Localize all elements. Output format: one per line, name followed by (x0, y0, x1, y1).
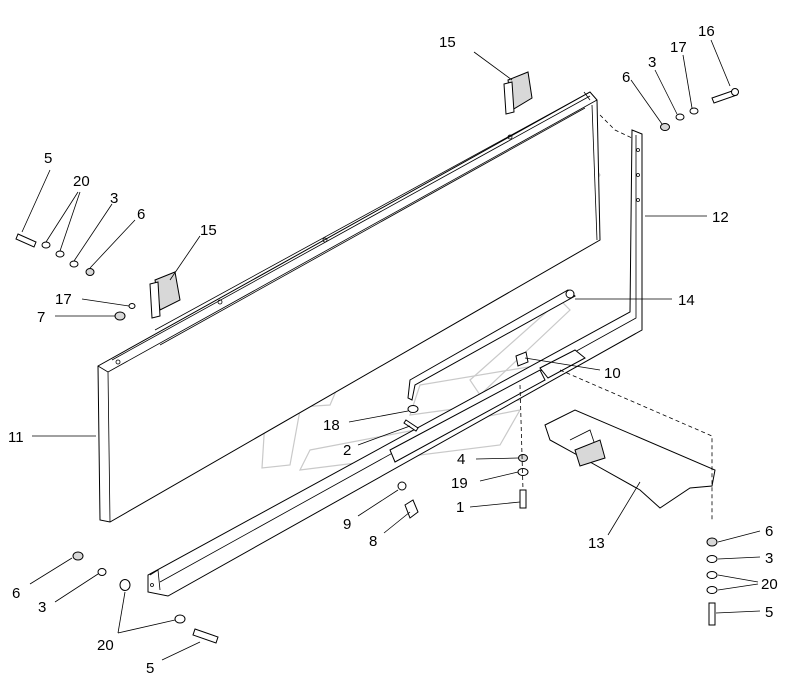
dashed-guides (519, 114, 713, 520)
callout-labels: 15 16 17 3 6 12 5 20 3 6 15 17 7 14 10 1… (8, 23, 778, 677)
hardware-bottom-left (72, 551, 219, 644)
label-2: 2 (343, 442, 351, 459)
label-5-bottom-left: 5 (146, 660, 154, 677)
label-3-bottom-left: 3 (38, 599, 46, 616)
hardware-left (15, 233, 136, 321)
leader-lines (21, 39, 761, 661)
bracket-15-top (503, 71, 533, 115)
label-15-mid: 15 (200, 222, 217, 239)
label-6-bottom-right: 6 (765, 523, 773, 540)
label-9: 9 (343, 516, 351, 533)
label-18: 18 (323, 417, 340, 434)
bracket-13 (544, 409, 716, 509)
label-11: 11 (8, 429, 24, 446)
label-3-top: 3 (648, 54, 656, 71)
label-13: 13 (588, 535, 605, 552)
hardware-center (397, 405, 529, 519)
label-4: 4 (457, 451, 465, 468)
label-16: 16 (698, 23, 715, 40)
label-7: 7 (37, 309, 45, 326)
lower-strip (389, 369, 546, 463)
label-17-left: 17 (55, 291, 72, 308)
label-20-left: 20 (73, 173, 90, 190)
label-5-bottom-right: 5 (765, 604, 773, 621)
label-6-bottom-left: 6 (12, 585, 20, 602)
label-10: 10 (604, 365, 621, 382)
label-15-top: 15 (439, 34, 456, 51)
side-panel-11 (97, 91, 601, 523)
frame-rail-12 (147, 129, 643, 597)
label-8: 8 (369, 533, 377, 550)
hardware-top-right (660, 88, 739, 131)
label-5-left: 5 (44, 150, 52, 167)
label-3-bottom-right: 3 (765, 550, 773, 567)
label-19: 19 (451, 475, 468, 492)
label-17-top: 17 (670, 39, 687, 56)
hardware-bottom-right (706, 537, 718, 626)
label-1: 1 (456, 499, 464, 516)
rod-14 (407, 289, 576, 401)
bracket-15-mid (149, 271, 181, 319)
label-6-left: 6 (137, 206, 145, 223)
label-12: 12 (712, 209, 729, 226)
label-6-top: 6 (622, 69, 630, 86)
label-14: 14 (678, 292, 695, 309)
label-20-bottom-right: 20 (761, 576, 778, 593)
label-3-left: 3 (110, 190, 118, 207)
label-20-bottom-left: 20 (97, 637, 114, 654)
